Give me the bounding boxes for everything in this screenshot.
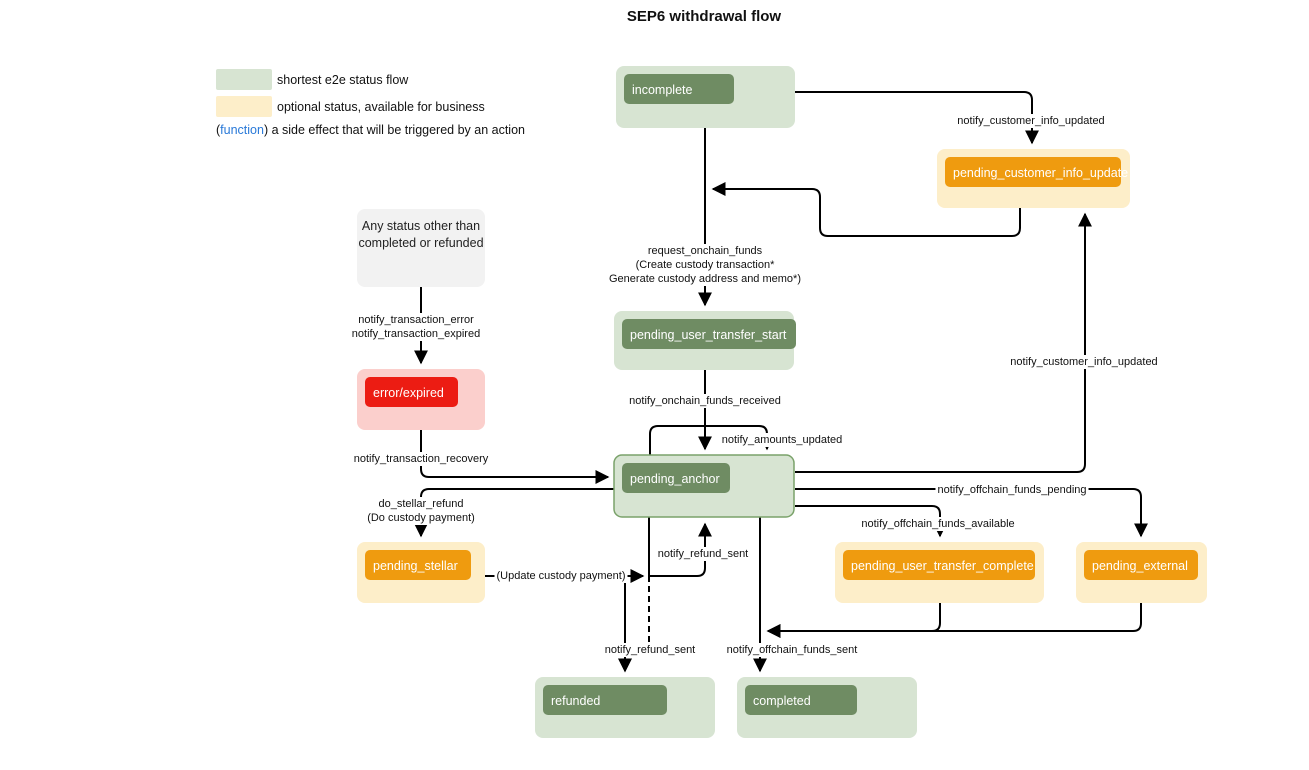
node-pill bbox=[365, 377, 458, 407]
edge-label-notify_transaction_expired: notify_transaction_expired bbox=[352, 328, 480, 340]
edge-label-notify_transaction_error: notify_transaction_error bbox=[358, 314, 474, 326]
edge-label-notify_customer_info_updated_right: notify_customer_info_updated bbox=[1010, 356, 1157, 368]
node-label: completed bbox=[753, 694, 811, 708]
edge-label-notify_onchain_funds_received: notify_onchain_funds_received bbox=[629, 395, 781, 407]
legend-label-green: shortest e2e status flow bbox=[277, 73, 409, 87]
edge-pending-anchor-notify-amounts-updated bbox=[649, 425, 774, 455]
edge-label-notify_offchain_funds_available: notify_offchain_funds_available bbox=[861, 518, 1014, 530]
edge-notify-refund-sent-into-pending-anchor bbox=[649, 522, 712, 577]
page-title: SEP6 withdrawal flow bbox=[627, 8, 782, 25]
edge-label-update_custody_payment: (Update custody payment) bbox=[496, 570, 625, 582]
edge-label-backing bbox=[955, 114, 1107, 128]
node-pill bbox=[622, 463, 730, 493]
edge-label-backing bbox=[655, 547, 751, 561]
edge-label-notify_refund_sent_mid: notify_refund_sent bbox=[658, 548, 749, 560]
node-label: incomplete bbox=[632, 83, 692, 97]
edge-label-notify_refund_sent_bottom: notify_refund_sent bbox=[605, 644, 696, 656]
node-pill bbox=[843, 550, 1035, 580]
edge-label-notify_offchain_funds_sent: notify_offchain_funds_sent bbox=[727, 644, 858, 656]
node-pill bbox=[945, 157, 1121, 187]
edge-label-notify_amounts_updated: notify_amounts_updated bbox=[722, 434, 842, 446]
edge-label-create_custody_transaction: (Create custody transaction* bbox=[636, 259, 776, 271]
node-label: pending_customer_info_update bbox=[953, 166, 1128, 180]
edge-label-backing bbox=[494, 569, 628, 583]
edge-labels-layer: notify_customer_info_updated request_onch… bbox=[349, 114, 1160, 657]
node-any_status[interactable]: Any status other than completed or refund… bbox=[357, 209, 485, 287]
edge-label-backing bbox=[351, 452, 491, 466]
edge-label-backing bbox=[935, 483, 1089, 497]
node-pill bbox=[365, 550, 471, 580]
legend-label-orange: optional status, available for business bbox=[277, 100, 485, 114]
edge-label-notify_offchain_funds_pending: notify_offchain_funds_pending bbox=[937, 484, 1086, 496]
node-pill bbox=[745, 685, 857, 715]
edge-label-backing bbox=[349, 327, 483, 341]
node-label: pending_anchor bbox=[630, 472, 720, 486]
node-refunded[interactable]: refunded bbox=[535, 677, 715, 738]
node-completed[interactable]: completed bbox=[737, 677, 917, 738]
node-incomplete[interactable]: incomplete bbox=[616, 66, 795, 128]
edge-label-backing bbox=[724, 643, 860, 657]
node-label: completed or refunded bbox=[358, 236, 483, 250]
edge-pending-external-to-completed bbox=[766, 603, 1142, 638]
edge-label-backing bbox=[633, 258, 778, 272]
edge-label-backing bbox=[627, 394, 783, 408]
node-pending_anchor[interactable]: pending_anchor bbox=[613, 454, 795, 518]
node-pending_external[interactable]: pending_external bbox=[1076, 542, 1207, 603]
node-pill bbox=[1084, 550, 1198, 580]
node-label: Any status other than bbox=[362, 219, 480, 233]
edge-pending-anchor-to-pending-user-transfer-complete bbox=[795, 505, 947, 538]
edge-incomplete-to-pending-customer-info-update bbox=[795, 91, 1039, 145]
edge-label-backing bbox=[602, 643, 698, 657]
edge-label-request_onchain_funds: request_onchain_funds bbox=[648, 245, 763, 257]
node-pending_stellar[interactable]: pending_stellar bbox=[357, 542, 485, 603]
legend: shortest e2e status flow optional status… bbox=[216, 69, 525, 137]
legend-swatch-orange bbox=[216, 96, 272, 117]
node-label: pending_user_transfer_start bbox=[630, 328, 787, 342]
node-container bbox=[357, 209, 485, 287]
edge-pending-user-transfer-complete-to-completed bbox=[766, 603, 941, 638]
node-pill bbox=[624, 74, 734, 104]
edge-label-do_custody_payment: (Do custody payment) bbox=[367, 512, 475, 524]
edge-label-backing bbox=[1008, 355, 1160, 369]
edge-pending-anchor-to-pending-external bbox=[795, 488, 1148, 538]
node-label: pending_user_transfer_complete bbox=[851, 559, 1034, 573]
legend-function-note: (function) a side effect that will be tr… bbox=[216, 123, 525, 137]
edge-label-backing bbox=[376, 497, 466, 511]
edge-label-backing bbox=[356, 313, 477, 327]
edge-label-do_stellar_refund: do_stellar_refund bbox=[378, 498, 463, 510]
edge-pending-anchor-to-customer-info-update-right bbox=[795, 212, 1092, 473]
node-pending_user_transfer_start[interactable]: pending_user_transfer_start bbox=[614, 311, 796, 370]
node-pending_user_transfer_complete[interactable]: pending_user_transfer_complete bbox=[835, 542, 1044, 603]
edge-label-backing bbox=[859, 517, 1017, 531]
edge-pending-anchor-to-pending-stellar bbox=[414, 488, 614, 538]
edge-label-backing bbox=[365, 511, 477, 525]
legend-swatch-green bbox=[216, 69, 272, 90]
edge-label-backing bbox=[645, 244, 765, 258]
edge-label-notify_transaction_recovery: notify_transaction_recovery bbox=[354, 453, 489, 465]
node-label: refunded bbox=[551, 694, 600, 708]
nodes-layer: incomplete pending_customer_info_updatepe… bbox=[357, 66, 1207, 738]
node-label: pending_external bbox=[1092, 559, 1188, 573]
edge-label-backing bbox=[607, 272, 803, 286]
node-error_expired[interactable]: error/expired bbox=[357, 369, 485, 430]
node-pending_customer_info_update[interactable]: pending_customer_info_update bbox=[937, 149, 1130, 208]
edge-label-generate_custody_address: Generate custody address and memo*) bbox=[609, 273, 801, 285]
node-pill bbox=[543, 685, 667, 715]
edge-pending-customer-info-update-to-main bbox=[711, 182, 1021, 237]
edge-label-notify_customer_info_updated_top: notify_customer_info_updated bbox=[957, 115, 1104, 127]
node-pill bbox=[622, 319, 796, 349]
node-label: error/expired bbox=[373, 386, 444, 400]
edge-error-expired-to-pending-anchor bbox=[420, 430, 610, 484]
edge-label-backing bbox=[719, 433, 845, 447]
node-label: pending_stellar bbox=[373, 559, 458, 573]
